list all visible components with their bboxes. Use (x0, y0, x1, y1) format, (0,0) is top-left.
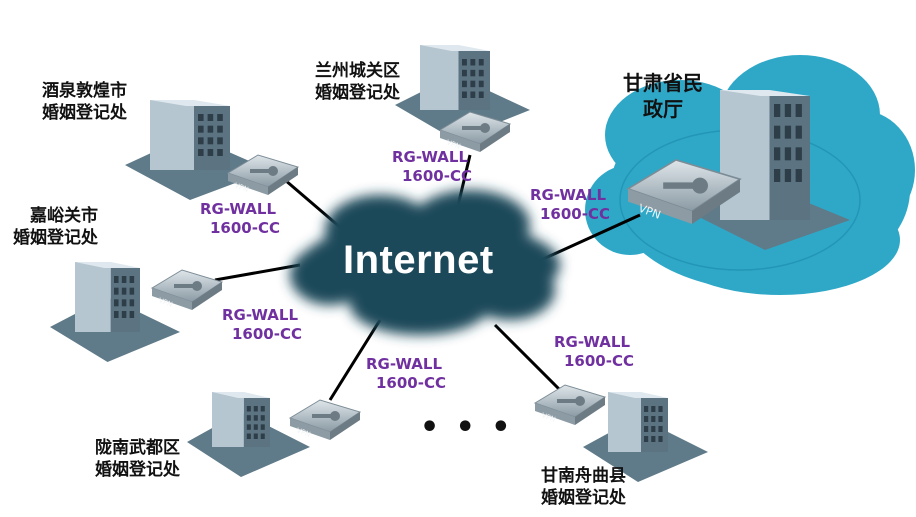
vpn-device-hq: VPN (626, 159, 742, 224)
label-line-1: 甘南舟曲县 (541, 466, 626, 486)
label-line-2: 婚姻登记处 (541, 488, 626, 508)
model-line-2: 1600-CC (564, 352, 634, 370)
vpn-device-gannan: VPN (533, 384, 607, 425)
branch-label-gannan: 甘南舟曲县 婚姻登记处 (541, 465, 626, 509)
building-lanzhou-center (395, 45, 530, 140)
model-line-1: RG-WALL (366, 355, 443, 373)
label-line-2: 婚姻登记处 (13, 228, 98, 248)
key-icon (312, 411, 340, 421)
label-line-2: 婚姻登记处 (95, 460, 180, 480)
model-line-1: RG-WALL (392, 148, 469, 166)
model-line-1: RG-WALL (530, 186, 607, 204)
model-line-1: RG-WALL (554, 333, 631, 351)
building-jiuquan-office (125, 100, 270, 200)
building-jiayuguan-government (50, 262, 180, 362)
device-label-jiayuguan: RG-WALL 1600-CC (222, 306, 302, 344)
key-icon (174, 281, 202, 291)
branch-label-longnan: 陇南武都区 婚姻登记处 (95, 437, 180, 481)
link-gannan (493, 323, 562, 392)
internet-cloud (290, 190, 560, 335)
model-line-2: 1600-CC (232, 325, 302, 343)
model-line-2: 1600-CC (210, 219, 280, 237)
building-longnan-law (187, 392, 310, 477)
label-line-2: 婚姻登记处 (42, 103, 127, 123)
hq-label-line-1: 甘肃省民 (623, 71, 703, 95)
key-icon (462, 123, 490, 133)
label-line-1: 兰州城关区 (315, 61, 400, 81)
device-label-jiuquan: RG-WALL 1600-CC (200, 200, 280, 238)
key-icon (250, 166, 278, 176)
building-gannan-post (583, 392, 708, 482)
label-line-1: 酒泉敦煌市 (42, 81, 127, 101)
label-line-2: 婚姻登记处 (315, 83, 400, 103)
internet-label: Internet (343, 238, 494, 282)
more-branches-ellipsis: • • • (420, 410, 514, 445)
model-line-1: RG-WALL (222, 306, 299, 324)
label-line-1: 陇南武都区 (95, 438, 180, 458)
device-label-longnan: RG-WALL 1600-CC (366, 355, 446, 393)
key-icon (663, 177, 708, 194)
label-line-1: 嘉峪关市 (30, 206, 98, 226)
model-line-1: RG-WALL (200, 200, 277, 218)
vpn-device-jiayuguan: VPN (150, 269, 224, 310)
branch-label-lanzhou: 兰州城关区 婚姻登记处 (315, 60, 400, 104)
key-icon (557, 396, 585, 406)
branch-label-jiuquan: 酒泉敦煌市 婚姻登记处 (42, 80, 127, 124)
hq-label-line-2: 政厅 (643, 97, 683, 121)
vpn-device-longnan: VPN (288, 399, 362, 440)
vpn-device-lanzhou: VPN (438, 111, 512, 152)
model-line-2: 1600-CC (540, 205, 610, 223)
link-longnan (328, 319, 382, 401)
device-label-hq: RG-WALL 1600-CC (530, 186, 610, 224)
branch-label-jiayuguan: 嘉峪关市 婚姻登记处 (8, 205, 98, 249)
link-jiayuguan (214, 263, 301, 282)
model-line-2: 1600-CC (376, 374, 446, 392)
device-label-lanzhou: RG-WALL 1600-CC (392, 148, 472, 186)
hq-label: 甘肃省民 政厅 (623, 70, 703, 122)
model-line-2: 1600-CC (402, 167, 472, 185)
device-label-gannan: RG-WALL 1600-CC (554, 333, 634, 371)
